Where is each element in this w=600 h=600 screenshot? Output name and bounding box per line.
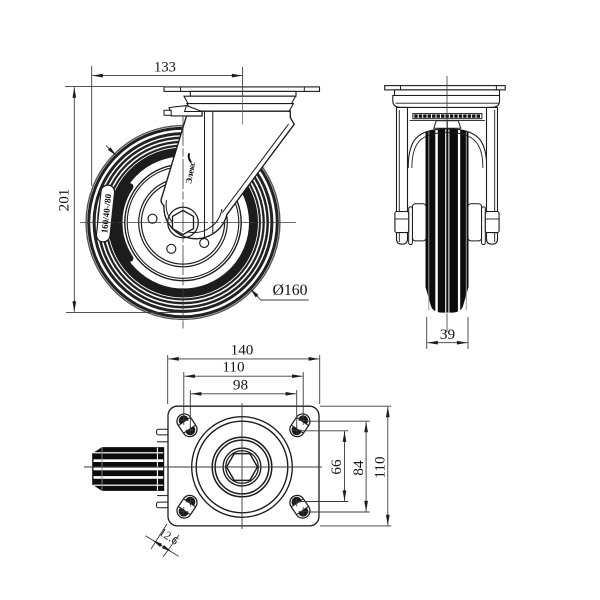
svg-text:160/40-/80: 160/40-/80 (99, 193, 113, 234)
svg-text:133: 133 (154, 60, 176, 76)
svg-text:98: 98 (233, 376, 249, 393)
svg-text:201: 201 (56, 189, 73, 212)
svg-text:Ø160: Ø160 (272, 282, 307, 299)
svg-text:39: 39 (440, 326, 455, 343)
svg-text:84: 84 (350, 460, 367, 476)
svg-text:140: 140 (231, 341, 254, 358)
svg-text:66: 66 (328, 459, 345, 475)
svg-text:110: 110 (222, 359, 245, 376)
svg-text:Элекс: Элекс (183, 161, 197, 185)
svg-text:110: 110 (371, 456, 388, 479)
